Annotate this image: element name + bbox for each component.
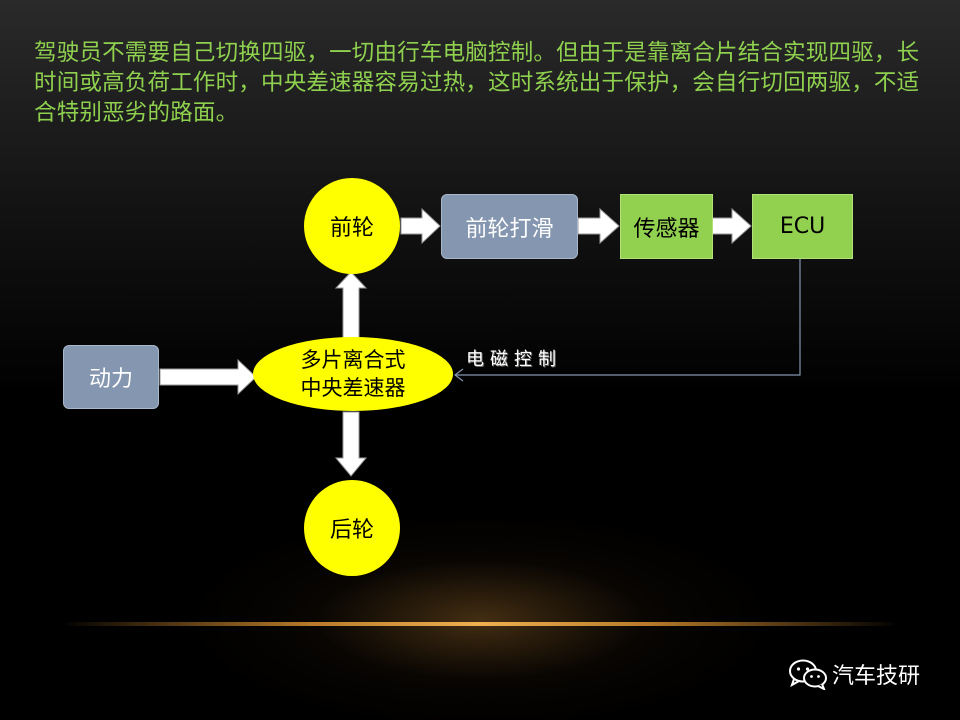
wechat-icon bbox=[789, 659, 827, 690]
watermark-text: 汽车技研 bbox=[832, 664, 921, 689]
node-power-label: 动力 bbox=[88, 367, 133, 392]
edge-label-electromagnetic-control: 电磁控制 bbox=[466, 349, 562, 370]
arrow-front-wheel-to-slip bbox=[400, 207, 441, 245]
node-central-differential: 多片离合式 中央差速器 bbox=[253, 337, 453, 411]
node-differential-label-line1: 多片离合式 bbox=[300, 348, 406, 372]
node-ecu-label: ECU bbox=[779, 214, 826, 239]
node-front-wheel: 前轮 bbox=[304, 178, 400, 274]
arrow-power-to-differential bbox=[159, 358, 257, 396]
stage-glow bbox=[0, 520, 960, 720]
node-front-slip: 前轮打滑 bbox=[441, 194, 578, 259]
description-text: 驾驶员不需要自己切换四驱，一切由行车电脑控制。但由于是靠离合片结合实现四驱，长时… bbox=[34, 40, 920, 126]
node-ecu: ECU bbox=[752, 194, 853, 259]
node-rear-wheel: 后轮 bbox=[304, 480, 400, 576]
connector-arrowhead bbox=[454, 368, 464, 382]
node-differential-label-line2: 中央差速器 bbox=[300, 376, 406, 400]
connector-ecu-to-differential bbox=[456, 258, 801, 376]
node-power: 动力 bbox=[63, 345, 159, 409]
arrow-sensor-to-ecu bbox=[711, 207, 752, 245]
arrow-differential-to-rear-wheel bbox=[334, 411, 368, 477]
arrow-slip-to-sensor bbox=[577, 207, 620, 245]
arrow-differential-to-front-wheel bbox=[334, 271, 368, 339]
watermark: 汽车技研 bbox=[788, 658, 920, 690]
node-front-wheel-label: 前轮 bbox=[329, 216, 374, 241]
stage-floor-line bbox=[60, 622, 900, 626]
node-front-slip-label: 前轮打滑 bbox=[465, 216, 554, 242]
node-rear-wheel-label: 后轮 bbox=[329, 518, 374, 543]
node-sensor: 传感器 bbox=[620, 194, 713, 259]
node-sensor-label: 传感器 bbox=[633, 216, 700, 242]
